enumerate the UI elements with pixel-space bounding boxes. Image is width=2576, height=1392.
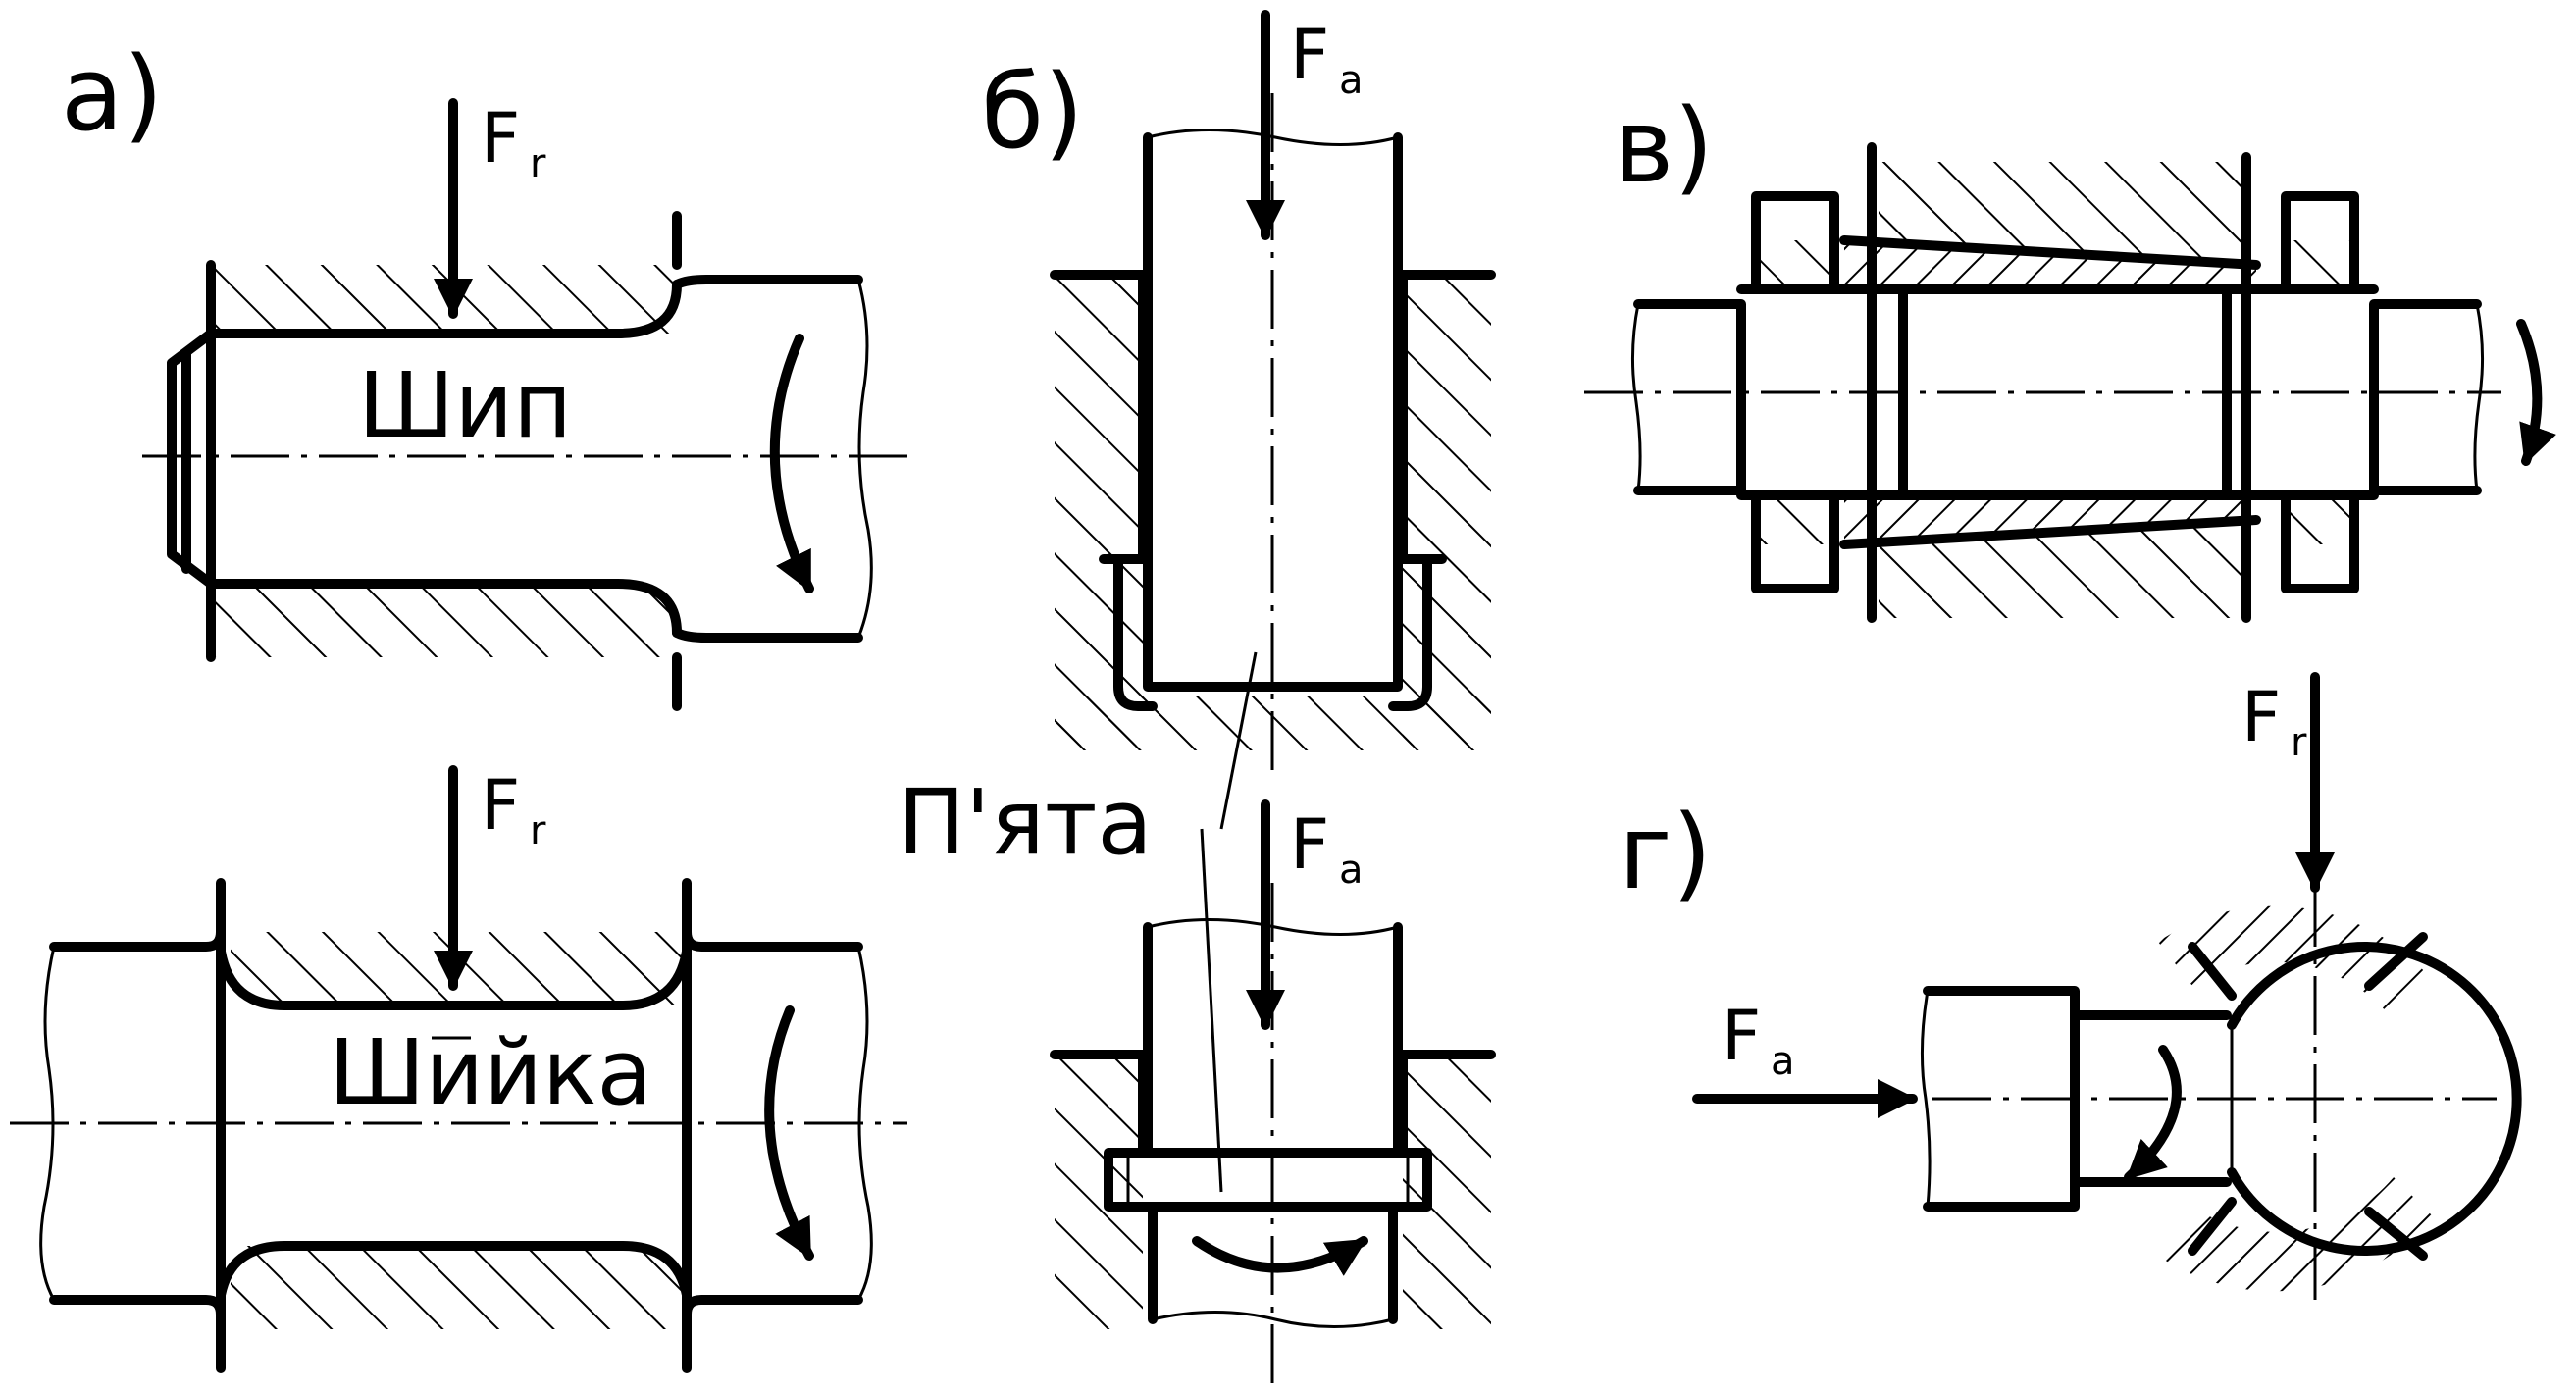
shaft-top (49, 927, 863, 952)
rotation-arrow (2516, 319, 2556, 466)
shaft-break (1920, 990, 1932, 1208)
radial-force-label: F (481, 98, 520, 179)
housing-hatch-bottom (231, 1246, 682, 1329)
shaft-body (1736, 284, 2379, 500)
panel-b-thrust-pivot: б) F a (981, 10, 1496, 775)
pivot-label: П'ята (898, 770, 1153, 875)
bushing-hatch-bottom (1844, 495, 2256, 544)
leader-line-top (1219, 651, 1258, 830)
panel-a-journal-end: а) Шип F r (61, 34, 907, 711)
panel-v-conical-bearing: в) (1584, 86, 2556, 623)
right-shaft-break (856, 946, 873, 1301)
axial-force-label: F (1290, 15, 1329, 95)
radial-force-label: F (2241, 677, 2281, 757)
radial-force-label: F (481, 765, 520, 846)
left-ring-hatch-bottom (1761, 495, 1834, 544)
housing-hatch-right (1403, 275, 1491, 746)
radial-force-subscript: r (2291, 720, 2307, 765)
right-ring-hatch-bottom (2281, 495, 2354, 544)
axial-force-label: F (1290, 804, 1329, 885)
shaft-bottom (49, 1295, 863, 1319)
sphere-outline (2227, 942, 2522, 1256)
housing-hatch-right (1403, 1055, 1491, 1329)
bushing-hatch-top (1844, 240, 2256, 289)
shaft-break-top (1147, 918, 1399, 936)
shaft-break (856, 279, 873, 639)
shaft-break (1147, 129, 1399, 146)
shaft-outline (1143, 132, 1403, 692)
axial-force-subscript: a (1771, 1039, 1795, 1084)
pin-outline (206, 280, 682, 638)
panel-a-journal-neck: Шийка F r (10, 765, 907, 1373)
left-shaft-break (39, 946, 56, 1301)
collar-edges (1126, 1153, 1410, 1207)
panel-v-label: в) (1614, 86, 1714, 206)
rotation-arrow (769, 334, 814, 593)
housing-hatch-top (1879, 162, 2241, 265)
panel-g-label: г) (1619, 793, 1712, 912)
leader-line-bottom (1200, 828, 1223, 1193)
right-shaft-break (2473, 303, 2485, 491)
axial-force-label: F (1722, 996, 1761, 1076)
shaft-outline (672, 275, 863, 643)
pivot-label-group: П'ята (898, 651, 1258, 1193)
pin-label: Шип (358, 353, 572, 458)
lower-shaft (1148, 1207, 1398, 1324)
neck-outline (216, 947, 692, 1300)
axial-force-subscript: a (1339, 58, 1364, 103)
panel-a-label: а) (61, 34, 163, 154)
shaft-break-bottom (1152, 1311, 1394, 1328)
bushing-rims (1113, 554, 1432, 711)
taper-lines (1839, 235, 2261, 549)
housing-hatch-bottom (1879, 520, 2241, 618)
collar (1104, 1148, 1432, 1212)
rotation-arrow (764, 1005, 814, 1261)
socket-edges (2188, 932, 2428, 1261)
ring-lower-outlines (1751, 490, 2359, 593)
panel-b-label: б) (981, 52, 1084, 172)
right-ring-hatch-top (2281, 240, 2354, 289)
shaft-ends (1633, 299, 2482, 495)
radial-force-subscript: r (530, 141, 546, 186)
panel-b-collar-thrust: F a (1050, 799, 1496, 1392)
housing-hatch-bottom (211, 584, 677, 657)
left-shaft-break (1630, 303, 1642, 491)
axial-force-subscript: a (1339, 848, 1364, 893)
shaft-outline (1143, 922, 1403, 1153)
ring-upper-outlines (1751, 191, 2359, 294)
left-ring-hatch-top (1761, 240, 1834, 289)
housing-hatch-left (1055, 275, 1143, 746)
rotation-arrow (2124, 1045, 2182, 1182)
panel-g-spherical-bearing: г) F r F a (1619, 672, 2522, 1310)
neck-label: Шийка (329, 1020, 652, 1125)
rotation-arrow (1192, 1236, 1368, 1276)
housing-hatch-top (211, 265, 677, 334)
radial-force-subscript: r (530, 808, 546, 853)
